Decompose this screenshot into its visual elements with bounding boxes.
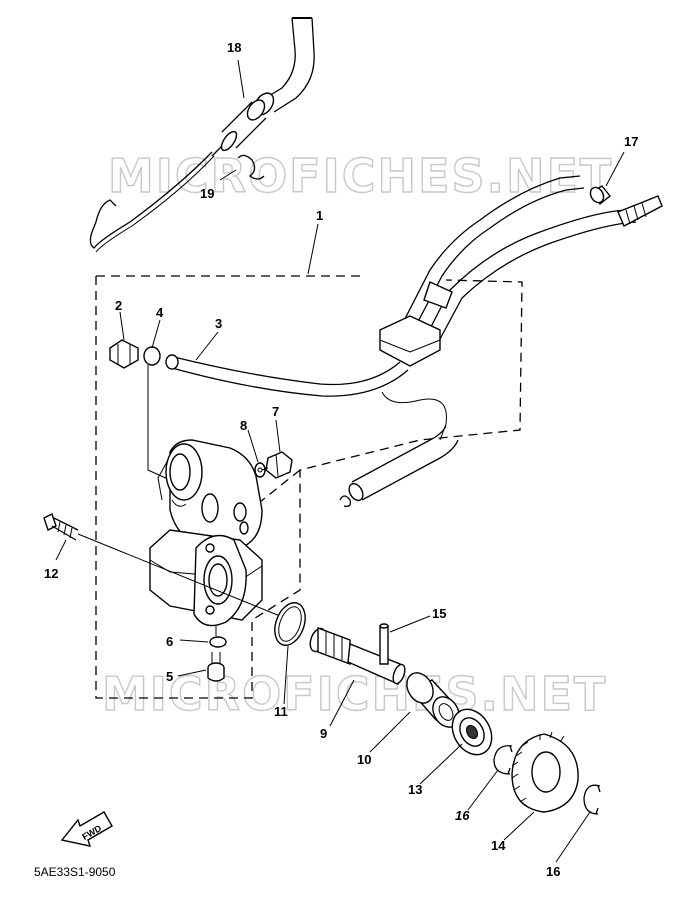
label-3: 3 [215, 316, 222, 331]
label-8: 8 [240, 418, 247, 433]
label-18: 18 [227, 40, 241, 55]
washer-4 [143, 346, 161, 366]
circlip-16a [493, 745, 513, 775]
banjo-bolt [109, 339, 139, 369]
label-5: 5 [166, 669, 173, 684]
washer-8 [254, 462, 266, 478]
bleed-screw-7 [261, 451, 293, 479]
drive-shaft-9 [309, 626, 406, 686]
label-13: 13 [408, 782, 422, 797]
screw-5 [207, 652, 225, 682]
watermark-top: MICROFICHES.NET [108, 149, 613, 203]
label-10: 10 [357, 752, 371, 767]
pump-bolt-12 [43, 513, 281, 617]
label-2: 2 [115, 298, 122, 313]
circlip-16b [583, 784, 601, 815]
label-15: 15 [432, 606, 446, 621]
diagram-code: 5AE33S1-9050 [34, 865, 116, 879]
label-14: 14 [491, 838, 506, 853]
washer-6 [209, 636, 227, 648]
label-11: 11 [274, 704, 288, 719]
label-17: 17 [624, 134, 638, 149]
hose-break-mark [237, 154, 265, 180]
bearing-13 [451, 708, 493, 756]
oil-delivery-hose [211, 17, 315, 157]
oil-delivery-pipe-3 [165, 354, 447, 441]
oil-return-hose [339, 425, 459, 508]
o-ring-11 [274, 602, 306, 646]
pin-15 [379, 623, 389, 665]
fwd-arrow-badge: FWD [60, 811, 113, 847]
leader-lines [55, 59, 625, 863]
oil-supply-line [379, 175, 663, 367]
wire-clip [89, 151, 215, 253]
label-12: 12 [44, 566, 58, 581]
drive-gear-14 [511, 731, 579, 813]
label-6: 6 [166, 634, 173, 649]
label-9: 9 [320, 726, 327, 741]
label-7: 7 [272, 404, 279, 419]
label-1: 1 [316, 208, 323, 223]
label-19: 19 [200, 186, 214, 201]
label-4: 4 [156, 305, 164, 320]
hose-cap [589, 185, 611, 206]
label-16b: 16 [546, 864, 560, 879]
label-16a: 16 [455, 808, 470, 823]
watermark-bottom: MICROFICHES.NET [102, 667, 607, 721]
oil-pump-body [149, 439, 263, 627]
